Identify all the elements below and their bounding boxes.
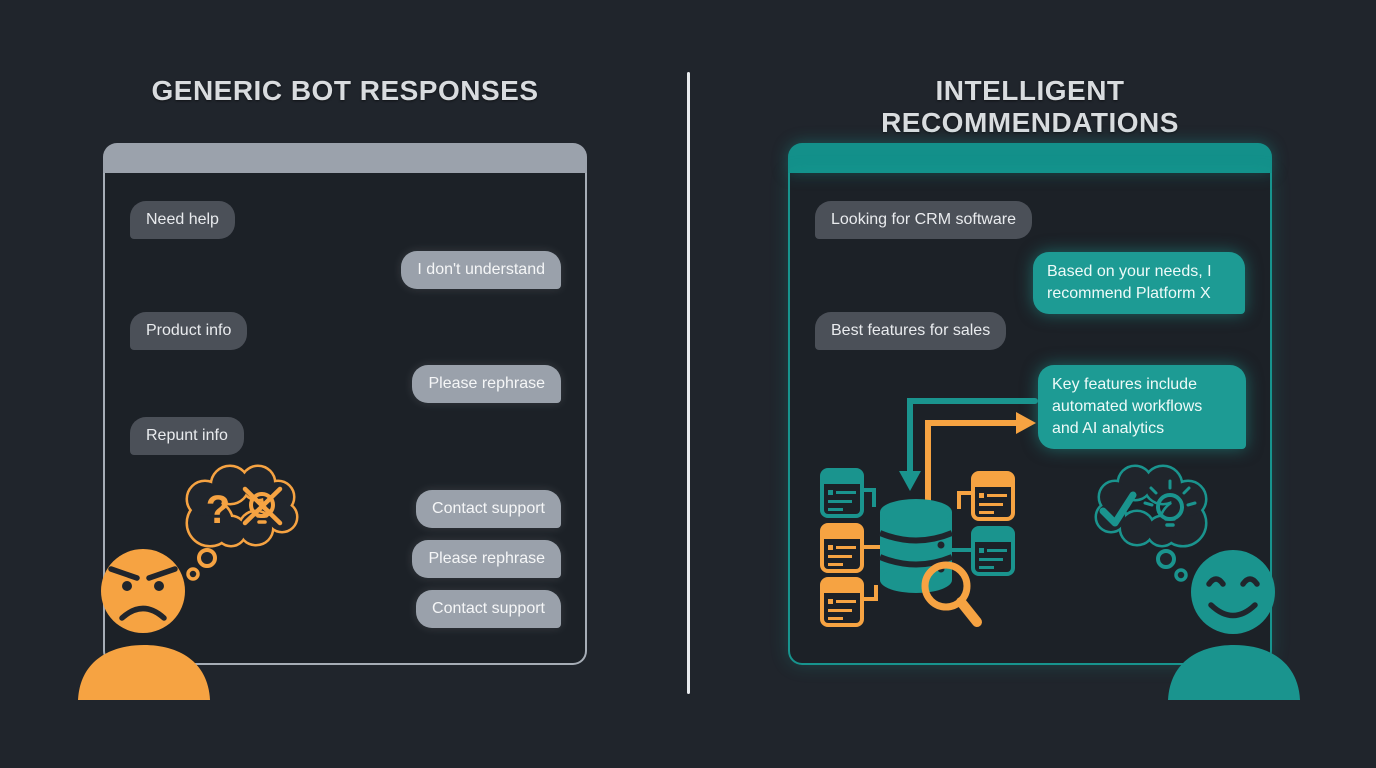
question-mark-icon: ? — [206, 488, 230, 532]
panel-divider — [687, 72, 690, 694]
chat-bubble-user: Looking for CRM software — [815, 201, 1032, 239]
happy-user-icon — [1168, 550, 1300, 700]
intelligent-bot-chat-window: Looking for CRM software Based on your n… — [788, 143, 1272, 665]
chat-bubble-user: Need help — [130, 201, 235, 239]
connector-lines — [862, 488, 973, 601]
chat-bubble-bot: Contact support — [416, 590, 561, 628]
window-header-bar — [103, 143, 587, 173]
chat-bubble-bot: Based on your needs, I recommend Platfor… — [1033, 252, 1245, 314]
document-icon — [820, 468, 864, 518]
chat-bubble-bot: Contact support — [416, 490, 561, 528]
right-arrow-icon — [925, 412, 1036, 516]
chat-bubble-bot: Please rephrase — [412, 365, 561, 403]
angry-user-icon — [78, 549, 210, 700]
lightbulb-icon — [1143, 479, 1197, 527]
database-icon — [878, 499, 954, 593]
data-matching-illustration — [820, 398, 1038, 627]
crossed-lightbulb-icon — [242, 486, 283, 526]
window-header-bar — [788, 143, 1272, 173]
document-icon — [820, 523, 864, 573]
frustrated-user-illustration: ? — [78, 464, 299, 700]
document-icon — [971, 526, 1015, 576]
right-panel-title: INTELLIGENT RECOMMENDATIONS — [881, 75, 1179, 138]
checkmark-icon — [1099, 491, 1137, 527]
chat-bubble-bot: Key features include automated workflows… — [1038, 365, 1246, 449]
chat-bubble-user: Best features for sales — [815, 312, 1007, 350]
document-icon — [971, 471, 1015, 521]
chat-bubble-bot: I don't understand — [401, 251, 561, 289]
magnifier-icon — [921, 561, 982, 627]
left-panel-title: GENERIC BOT RESPONSES — [151, 75, 539, 106]
chat-bubble-user: Product info — [130, 312, 248, 350]
document-icon — [820, 577, 864, 627]
satisfied-user-illustration — [1094, 464, 1300, 700]
chat-bubble-bot: Please rephrase — [412, 540, 561, 578]
down-arrow-icon — [899, 398, 1038, 491]
chat-bubble-user: Repunt info — [130, 417, 244, 455]
